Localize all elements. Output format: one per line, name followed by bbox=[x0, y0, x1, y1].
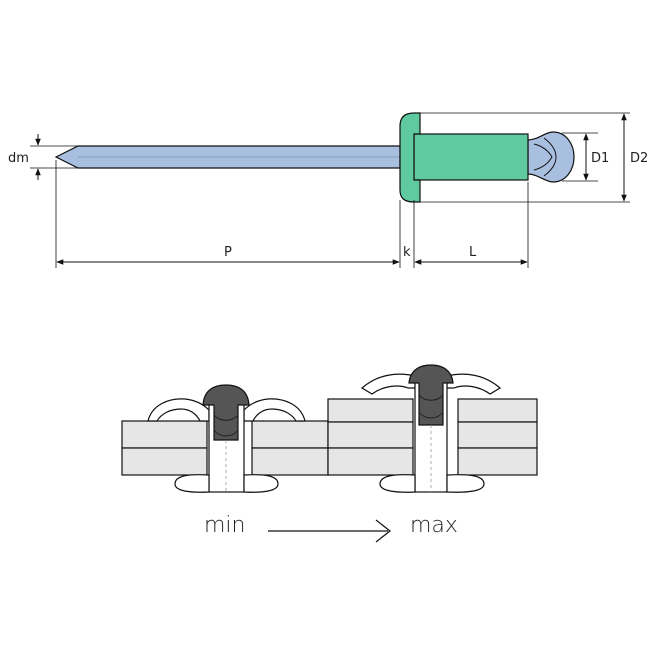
label-l: L bbox=[469, 245, 477, 260]
label-k: k bbox=[403, 245, 411, 260]
dim-dm: dm bbox=[8, 134, 80, 180]
label-dm: dm bbox=[8, 151, 29, 166]
dim-d1: D1 bbox=[562, 132, 609, 182]
dim-length: P k L bbox=[55, 160, 529, 268]
grip-max bbox=[327, 364, 538, 493]
label-p: P bbox=[224, 245, 232, 260]
label-min: min bbox=[204, 513, 246, 538]
rivet-drawing bbox=[54, 112, 575, 203]
label-d2: D2 bbox=[630, 151, 648, 166]
range-indicator: min max bbox=[204, 513, 458, 543]
rivet-sleeve bbox=[413, 133, 529, 181]
grip-min bbox=[121, 384, 329, 493]
label-d1: D1 bbox=[591, 151, 609, 166]
mandrel-head bbox=[527, 131, 575, 183]
label-max: max bbox=[410, 513, 458, 538]
rivet-flange bbox=[399, 112, 421, 203]
dim-d2: D2 bbox=[420, 112, 648, 203]
